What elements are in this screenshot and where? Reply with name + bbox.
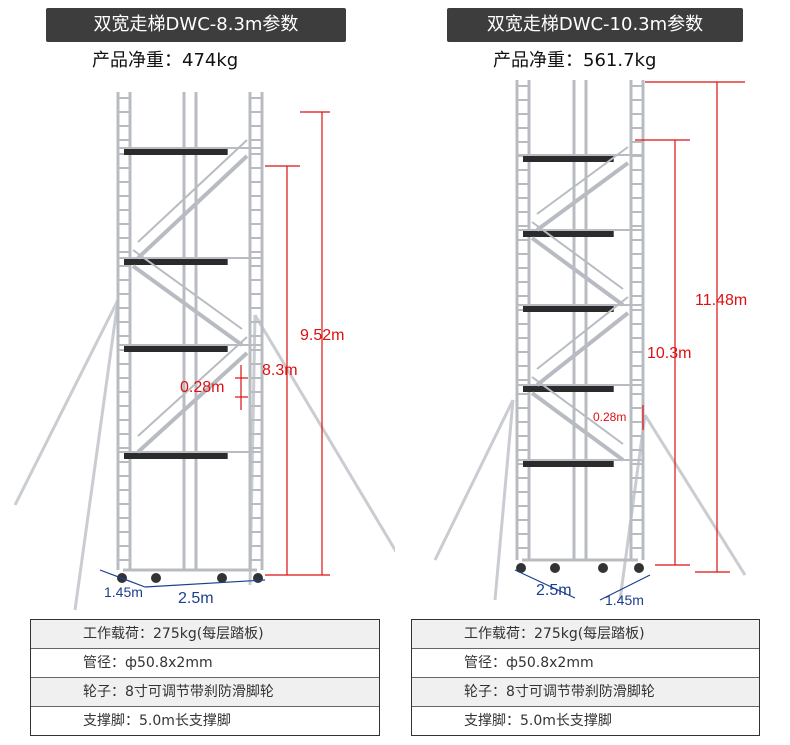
right-scaffold-frame — [515, 80, 645, 573]
right-weight: 产品净重：561.7kg — [493, 50, 657, 71]
right-dim-length: 2.5m — [536, 582, 572, 599]
right-panel: 双宽走梯DWC-10.3m参数 产品净重：561.7kg 11.48m 10.3… — [395, 0, 790, 745]
right-dim-rung: 0.28m — [593, 410, 626, 424]
left-weight: 产品净重：474kg — [92, 50, 239, 71]
left-dim-platform: 8.3m — [262, 362, 298, 379]
right-spec-table: 工作载荷：275kg(每层踏板) 管径：ф50.8x2mm 轮子：8寸可调节带刹… — [411, 619, 760, 736]
left-base-dimension — [99, 569, 266, 588]
left-dimension-lines — [235, 111, 330, 576]
right-base-dimension — [514, 569, 651, 601]
left-dim-width: 1.45m — [104, 584, 143, 600]
right-scaffold-figure: 11.48m 10.3m 0.28m 2.5m 1.45m — [433, 80, 747, 608]
right-title: 双宽走梯DWC-10.3m参数 — [447, 8, 743, 42]
left-dim-length: 2.5m — [178, 590, 214, 607]
left-panel: 双宽走梯DWC-8.3m参数 产品净重：474kg 9.52m 8.3m 0.2… — [13, 8, 395, 736]
left-dim-total: 9.52m — [300, 327, 344, 344]
spec-row: 工作载荷：275kg(每层踏板) — [31, 620, 379, 649]
left-title: 双宽走梯DWC-8.3m参数 — [46, 8, 346, 42]
left-scaffold-frame — [116, 92, 264, 583]
spec-row: 轮子：8寸可调节带刹防滑脚轮 — [412, 678, 759, 707]
left-dim-rung: 0.28m — [180, 379, 224, 396]
spec-row: 轮子：8寸可调节带刹防滑脚轮 — [31, 678, 379, 707]
spec-row: 工作载荷：275kg(每层踏板) — [412, 620, 759, 649]
right-dim-width: 1.45m — [605, 592, 644, 608]
left-scaffold-figure: 9.52m 8.3m 0.28m 1.45m 2.5m — [13, 92, 395, 611]
spec-row: 支撑脚：5.0m长支撑脚 — [31, 707, 379, 735]
spec-row: 管径：ф50.8x2mm — [412, 649, 759, 678]
spec-row: 管径：ф50.8x2mm — [31, 649, 379, 678]
left-spec-table: 工作载荷：275kg(每层踏板) 管径：ф50.8x2mm 轮子：8寸可调节带刹… — [30, 619, 380, 736]
right-outriggers — [433, 399, 747, 601]
right-dimension-lines — [635, 81, 745, 573]
spec-row: 支撑脚：5.0m长支撑脚 — [412, 707, 759, 735]
right-dim-total: 11.48m — [695, 292, 747, 309]
right-dim-platform: 10.3m — [647, 345, 691, 362]
